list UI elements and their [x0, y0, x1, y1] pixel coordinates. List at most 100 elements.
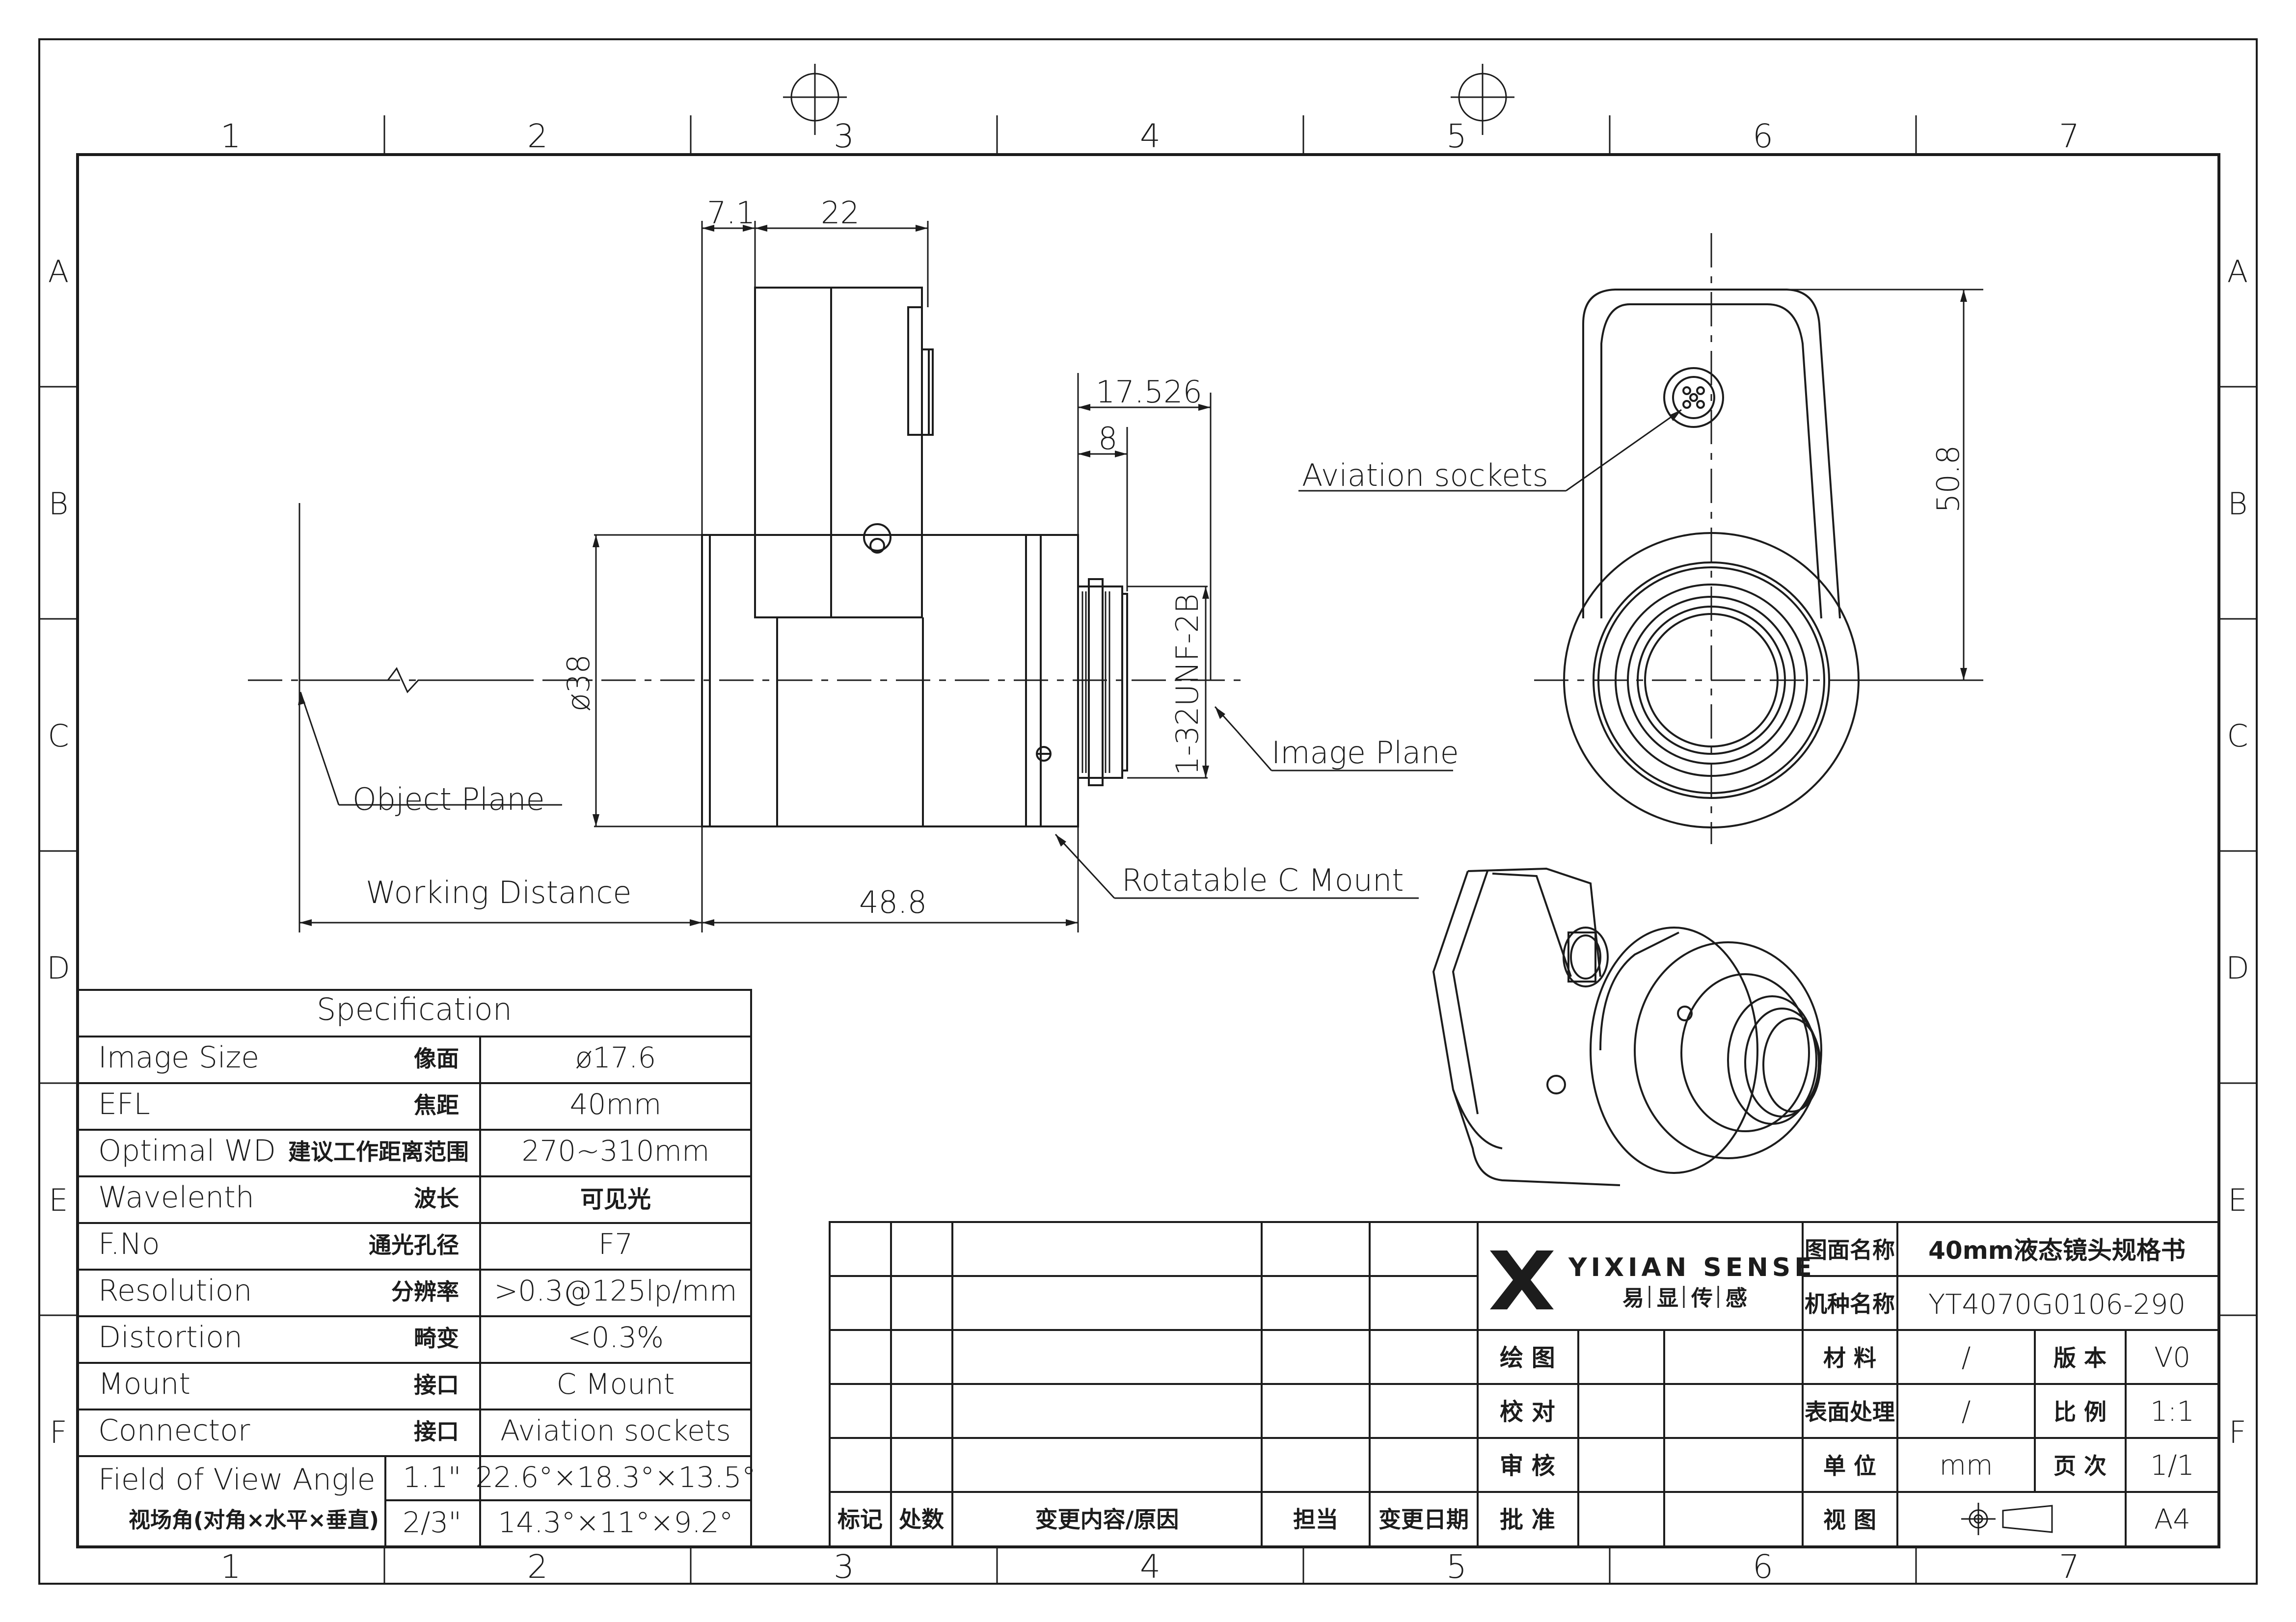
column-label-bottom: 6	[1753, 1548, 1773, 1586]
spec-row-label-zh: 通光孔径	[369, 1232, 459, 1258]
row-label-left: F	[50, 1414, 67, 1450]
label-rotatable-c-mount: Rotatable C Mount	[1122, 862, 1404, 898]
spec-row-label: Wavelenth	[98, 1180, 254, 1215]
spec-row-label: Connector	[98, 1413, 250, 1448]
approval-reviewed: 审 核	[1500, 1452, 1555, 1480]
fov-sensor: 2/3"	[403, 1506, 461, 1539]
fov-value: 22.6°×18.3°×13.5°	[475, 1461, 756, 1494]
scale-value: 1:1	[2150, 1396, 2194, 1428]
column-label-bottom: 4	[1140, 1548, 1161, 1586]
side-view-dimension-lines	[298, 221, 1453, 932]
unit-label: 单 位	[1823, 1453, 1876, 1479]
lens-isometric-view	[1432, 867, 1822, 1186]
column-label-bottom: 1	[220, 1548, 241, 1586]
fov-label-zh: 视场角(对角×水平×垂直)	[129, 1508, 379, 1533]
revision-header-count: 处数	[899, 1506, 944, 1533]
spec-row-label: Distortion	[98, 1320, 243, 1355]
front-view-arrowheads	[1669, 290, 1967, 680]
spec-row-label-zh: 接口	[414, 1372, 459, 1398]
row-label-left: C	[48, 718, 69, 754]
title-block	[829, 1221, 2220, 1548]
revision-header-mark: 标记	[837, 1506, 883, 1533]
spec-row-value: 40mm	[570, 1088, 662, 1121]
revision-header-date: 变更日期	[1378, 1506, 1469, 1533]
dimension-8: 8	[1098, 421, 1117, 456]
spec-row-label-zh: 分辨率	[391, 1278, 459, 1305]
version-value: V0	[2154, 1342, 2190, 1374]
drawing-name: 40mm液态镜头规格书	[1928, 1236, 2186, 1265]
drawing-name-label: 图面名称	[1805, 1237, 1895, 1263]
fov-sensor: 1.1"	[403, 1461, 461, 1494]
surface-label: 表面处理	[1805, 1399, 1895, 1425]
label-working-distance: Working Distance	[366, 875, 632, 910]
row-label-right: C	[2227, 718, 2248, 754]
centering-mark-right	[1451, 64, 1514, 135]
approval-approved: 批 准	[1500, 1506, 1555, 1534]
material-label: 材 料	[1823, 1345, 1876, 1371]
logo-x-mark	[1490, 1250, 1554, 1309]
row-label-left: B	[49, 486, 69, 522]
column-label-bottom: 3	[834, 1548, 854, 1586]
column-label-top: 1	[220, 117, 241, 155]
spec-row-label: F.No	[98, 1227, 160, 1261]
row-label-right: B	[2228, 486, 2248, 522]
logo-char: 感	[1726, 1286, 1747, 1311]
page-label: 页 次	[2053, 1453, 2107, 1479]
model-number: YT4070G0106-290	[1928, 1289, 2186, 1321]
spec-row-value: F7	[598, 1227, 633, 1261]
spec-row-value: <0.3%	[567, 1321, 664, 1354]
row-label-left: D	[47, 950, 70, 986]
scale-label: 比 例	[2053, 1399, 2107, 1425]
column-label-top: 2	[527, 117, 548, 155]
column-label-bottom: 7	[2059, 1548, 2080, 1586]
specification-table	[77, 989, 752, 1548]
spec-row-label-zh: 接口	[414, 1418, 459, 1445]
spec-row-label: Resolution	[98, 1274, 252, 1308]
column-label-bottom: 5	[1446, 1548, 1467, 1586]
column-label-top: 4	[1140, 117, 1161, 155]
material-value: /	[1962, 1342, 1971, 1374]
aviation-socket	[1663, 367, 1724, 428]
surface-value: /	[1962, 1396, 1971, 1428]
row-label-left: A	[48, 254, 69, 290]
row-label-left: E	[49, 1182, 68, 1218]
spec-row-label-zh: 畸变	[414, 1325, 459, 1352]
spec-row-value: 270~310mm	[521, 1134, 709, 1168]
column-label-top: 7	[2059, 117, 2080, 155]
spec-row-label: Mount	[98, 1367, 190, 1401]
centering-mark-left	[783, 64, 847, 135]
spec-row-value: >0.3@125lp/mm	[494, 1274, 737, 1307]
company-logo: YIXIAN SENSE 易 显 传 感	[1490, 1250, 1816, 1311]
spec-row-value: Aviation sockets	[500, 1414, 731, 1447]
approval-drawn: 绘 图	[1500, 1344, 1555, 1372]
spec-row-label-zh: 像面	[414, 1045, 459, 1072]
spec-row-label: Image Size	[98, 1040, 259, 1075]
revision-header-content: 变更内容/原因	[1035, 1506, 1179, 1533]
spec-row-label: EFL	[98, 1087, 150, 1121]
dimension-48-8: 48.8	[859, 884, 927, 920]
row-label-right: D	[2226, 950, 2249, 986]
dimension-22: 22	[821, 195, 860, 231]
version-label: 版 本	[2053, 1345, 2107, 1371]
spec-row-value: 可见光	[580, 1186, 651, 1213]
revision-header-owner: 担当	[1293, 1506, 1338, 1533]
spec-row-label-zh: 焦距	[414, 1092, 459, 1118]
frame-grid-ticks	[39, 115, 2257, 1584]
spec-row-value: ø17.6	[575, 1041, 656, 1074]
spec-row-label-zh: 建议工作距离范围	[288, 1139, 469, 1165]
unit-value: mm	[1939, 1450, 1993, 1482]
logo-brand-text: YIXIAN SENSE	[1568, 1253, 1816, 1282]
dimension-thread-spec: 1-32UNF-2B	[1169, 593, 1205, 775]
column-label-top: 5	[1446, 117, 1467, 155]
column-label-top: 3	[834, 117, 854, 155]
lens-front-view	[1298, 233, 1983, 844]
logo-char: 易	[1622, 1286, 1644, 1311]
dimension-arrowheads	[298, 225, 1225, 926]
column-label-top: 6	[1753, 117, 1773, 155]
label-object-plane: Object Plane	[352, 781, 545, 817]
dimension-17-526: 17.526	[1096, 374, 1202, 410]
spec-row-label-zh: 波长	[414, 1185, 459, 1212]
column-label-bottom: 2	[527, 1548, 548, 1586]
dimension-50-8: 50.8	[1930, 445, 1966, 513]
